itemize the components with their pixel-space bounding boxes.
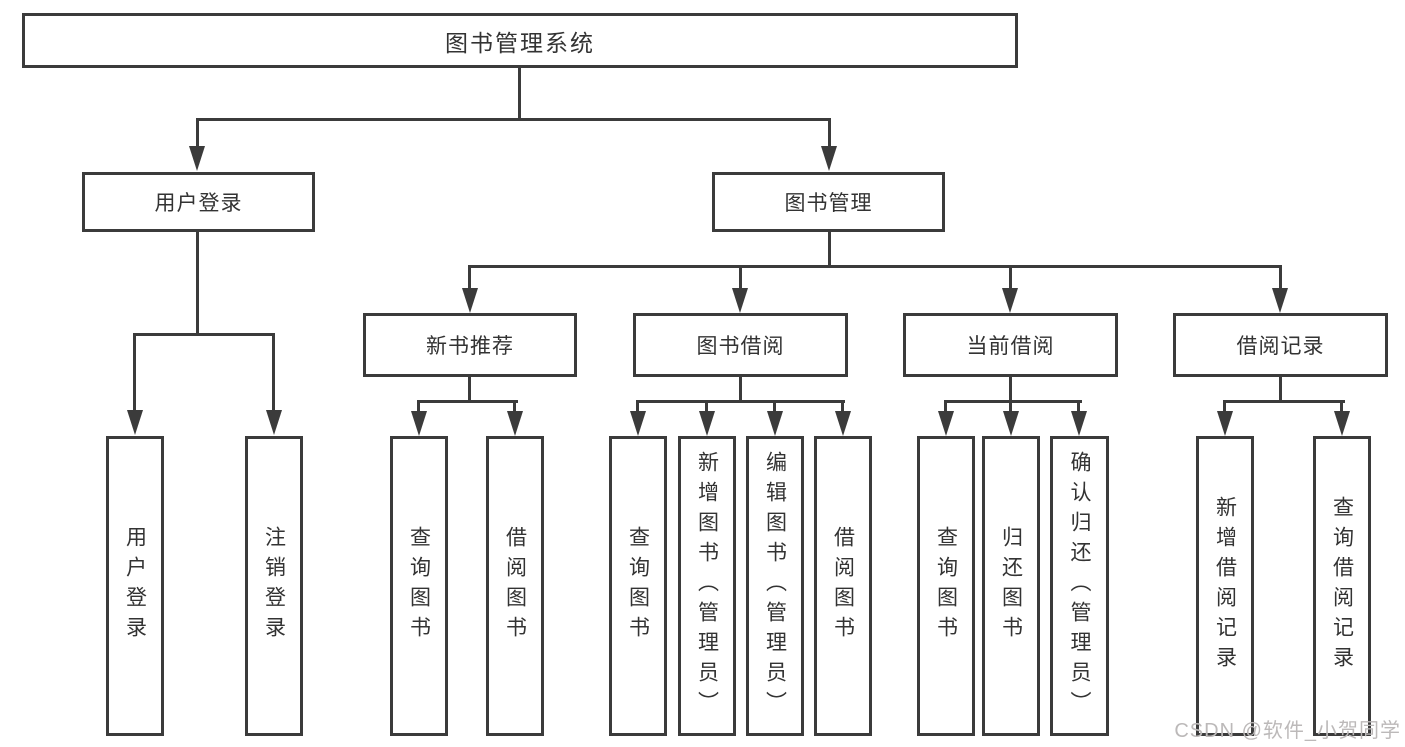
- connector-line: [705, 402, 708, 414]
- connector-line: [739, 377, 742, 403]
- node-borrow-records: 借阅记录: [1173, 313, 1388, 377]
- leaf-current-confirm-return-admin: 确认归还（管理员）: [1050, 436, 1109, 736]
- connector-line: [468, 265, 1282, 268]
- arrow-down-icon: [699, 411, 715, 436]
- connector-line: [133, 335, 136, 412]
- connector-line: [1077, 402, 1080, 414]
- connector-line: [417, 402, 420, 414]
- connector-line: [1009, 402, 1012, 414]
- leaf-borrow-query-books-label: 查询图书: [626, 526, 650, 646]
- node-borrow-records-label: 借阅记录: [1236, 335, 1325, 358]
- connector-line: [518, 68, 521, 121]
- arrow-down-icon: [835, 411, 851, 436]
- node-user-login-label: 用户登录: [154, 192, 243, 215]
- leaf-current-query-books-label: 查询图书: [934, 526, 958, 646]
- connector-line: [196, 118, 831, 121]
- node-root-label: 图书管理系统: [445, 29, 595, 56]
- connector-line: [196, 120, 199, 148]
- node-new-book-recommend: 新书推荐: [363, 313, 577, 377]
- leaf-current-return-books: 归还图书: [982, 436, 1040, 736]
- node-book-borrow: 图书借阅: [633, 313, 848, 377]
- connector-line: [468, 377, 471, 403]
- arrow-down-icon: [767, 411, 783, 436]
- node-book-borrow-label: 图书借阅: [696, 335, 785, 358]
- arrow-down-icon: [507, 411, 523, 436]
- node-current-borrow: 当前借阅: [903, 313, 1118, 377]
- connector-line: [1279, 377, 1282, 403]
- leaf-logout: 注销登录: [245, 436, 303, 736]
- leaf-current-query-books: 查询图书: [917, 436, 975, 736]
- arrow-down-icon: [938, 411, 954, 436]
- leaf-records-add-record-label: 新增借阅记录: [1213, 496, 1237, 676]
- connector-line: [133, 333, 275, 336]
- arrow-down-icon: [1071, 411, 1087, 436]
- node-user-login: 用户登录: [82, 172, 315, 232]
- watermark: CSDN @软件_小贺同学: [1174, 720, 1401, 742]
- connector-line: [944, 402, 947, 414]
- leaf-borrow-borrow-books: 借阅图书: [814, 436, 872, 736]
- connector-line: [417, 400, 518, 403]
- connector-line: [636, 400, 845, 403]
- leaf-borrow-query-books: 查询图书: [609, 436, 667, 736]
- arrow-down-icon: [189, 146, 205, 171]
- leaf-user-login-label: 用户登录: [123, 526, 147, 646]
- leaf-records-query-record: 查询借阅记录: [1313, 436, 1371, 736]
- connector-line: [468, 267, 471, 290]
- connector-line: [1009, 267, 1012, 290]
- leaf-records-add-record: 新增借阅记录: [1196, 436, 1254, 736]
- arrow-down-icon: [732, 288, 748, 313]
- connector-line: [196, 232, 199, 335]
- connector-line: [1223, 400, 1345, 403]
- leaf-current-return-books-label: 归还图书: [999, 526, 1023, 646]
- connector-line: [513, 402, 516, 414]
- leaf-borrow-add-books-admin: 新增图书（管理员）: [678, 436, 736, 736]
- connector-line: [773, 402, 776, 414]
- node-book-management: 图书管理: [712, 172, 945, 232]
- arrow-down-icon: [462, 288, 478, 313]
- leaf-records-query-record-label: 查询借阅记录: [1330, 496, 1354, 676]
- connector-line: [828, 232, 831, 268]
- connector-line: [272, 335, 275, 412]
- arrow-down-icon: [411, 411, 427, 436]
- node-root: 图书管理系统: [22, 13, 1018, 68]
- leaf-current-confirm-return-admin-label: 确认归还（管理员）: [1068, 451, 1091, 721]
- arrow-down-icon: [1272, 288, 1288, 313]
- arrow-down-icon: [1217, 411, 1233, 436]
- leaf-logout-label: 注销登录: [262, 526, 286, 646]
- leaf-recommend-query-books: 查询图书: [390, 436, 448, 736]
- leaf-user-login: 用户登录: [106, 436, 164, 736]
- connector-line: [1223, 402, 1226, 414]
- node-new-book-recommend-label: 新书推荐: [426, 335, 514, 358]
- leaf-borrow-edit-books-admin: 编辑图书（管理员）: [746, 436, 804, 736]
- connector-line: [841, 402, 844, 414]
- connector-line: [636, 402, 639, 414]
- arrow-down-icon: [630, 411, 646, 436]
- leaf-borrow-add-books-admin-label: 新增图书（管理员）: [695, 451, 719, 721]
- arrow-down-icon: [127, 410, 143, 435]
- node-current-borrow-label: 当前借阅: [966, 335, 1055, 358]
- arrow-down-icon: [266, 410, 282, 435]
- leaf-recommend-query-books-label: 查询图书: [407, 526, 431, 646]
- leaf-borrow-borrow-books-label: 借阅图书: [831, 526, 855, 646]
- connector-line: [1009, 377, 1012, 403]
- connector-line: [828, 120, 831, 148]
- leaf-recommend-borrow-books-label: 借阅图书: [503, 526, 527, 646]
- node-book-management-label: 图书管理: [784, 192, 873, 215]
- connector-line: [1340, 402, 1343, 414]
- arrow-down-icon: [1003, 411, 1019, 436]
- arrow-down-icon: [1002, 288, 1018, 313]
- connector-line: [739, 267, 742, 290]
- connector-line: [944, 400, 1082, 403]
- leaf-recommend-borrow-books: 借阅图书: [486, 436, 544, 736]
- leaf-borrow-edit-books-admin-label: 编辑图书（管理员）: [763, 451, 787, 721]
- arrow-down-icon: [821, 146, 837, 171]
- arrow-down-icon: [1334, 411, 1350, 436]
- connector-line: [1279, 267, 1282, 290]
